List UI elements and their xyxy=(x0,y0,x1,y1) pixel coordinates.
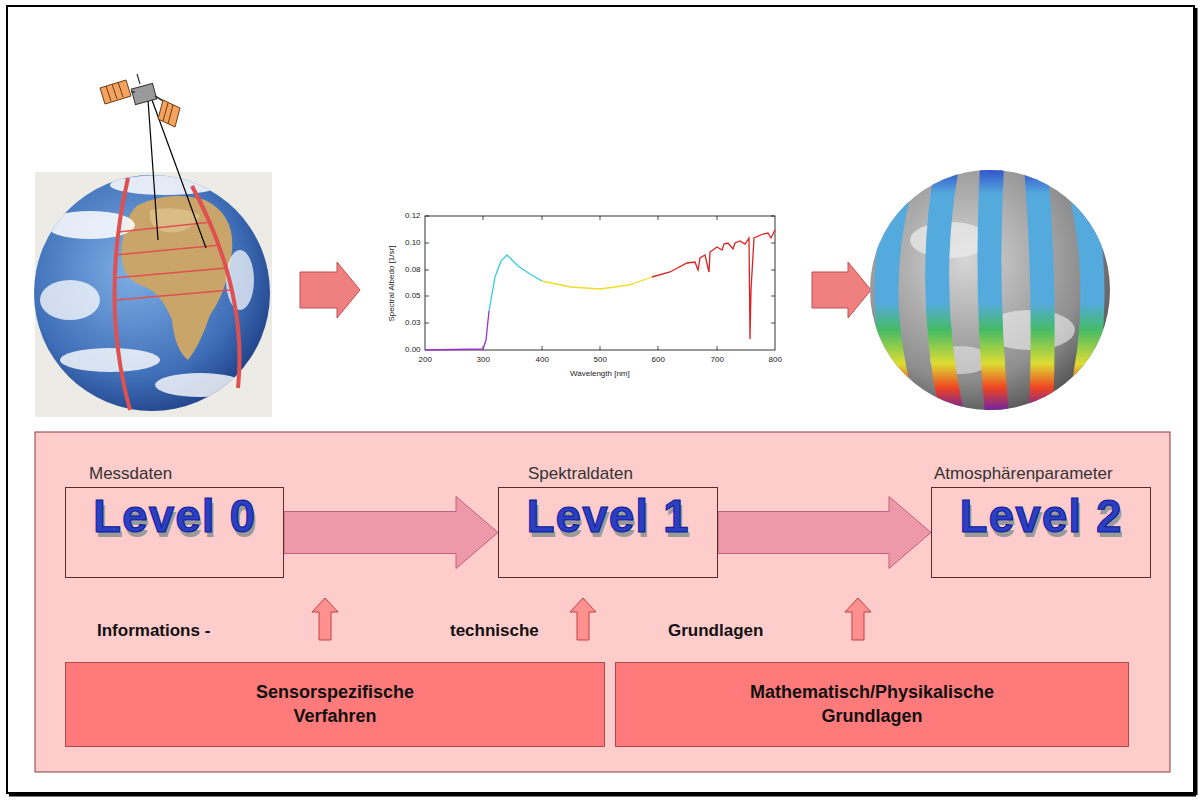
level-title: Level 1 xyxy=(499,488,717,540)
box-heading: Spektraldaten xyxy=(528,464,633,484)
axis-label: 0.03 xyxy=(405,318,421,327)
axis-label: Wavelength [nm] xyxy=(570,369,630,378)
axis-label: 0.12 xyxy=(405,211,421,220)
box-heading: Atmosphärenparameter xyxy=(934,464,1113,484)
axis-label: 300 xyxy=(477,355,490,364)
level-box: MessdatenLevel 0 xyxy=(65,487,284,578)
up-arrow xyxy=(845,598,871,640)
view-line xyxy=(148,100,158,240)
tick-mark xyxy=(425,216,775,350)
frame-shadow xyxy=(9,794,1196,797)
axis-label: 0.10 xyxy=(405,238,421,247)
cloud xyxy=(155,373,245,397)
method-box: Sensorspezifische Verfahren xyxy=(65,662,605,747)
method-box: Mathematisch/Physikalische Grundlagen xyxy=(615,662,1129,747)
caption-word: technische xyxy=(450,621,539,641)
up-arrow xyxy=(570,598,596,640)
caption-word: Grundlagen xyxy=(668,621,763,641)
axis-label: 0.05 xyxy=(405,291,421,300)
axis-label: 700 xyxy=(711,355,724,364)
box-label: Mathematisch/Physikalische Grundlagen xyxy=(732,681,1012,728)
level-box: SpektraldatenLevel 1 xyxy=(498,487,718,578)
level-title: Level 0 xyxy=(66,488,283,540)
axis-label: 800 xyxy=(769,355,782,364)
axis-label: 200 xyxy=(419,355,432,364)
axis-label: 400 xyxy=(536,355,549,364)
panel xyxy=(35,432,1170,772)
cloud xyxy=(40,280,100,320)
spectrum-curve xyxy=(489,255,542,311)
flow-arrow xyxy=(300,262,360,318)
continent xyxy=(121,196,232,360)
caption-word: Informations - xyxy=(97,621,210,641)
axis-label: 600 xyxy=(652,355,665,364)
swath-edge xyxy=(114,178,130,410)
box-heading: Messdaten xyxy=(89,464,172,484)
spectrum-curve xyxy=(425,311,489,350)
plot-frame xyxy=(425,216,775,350)
satellite-symbol xyxy=(100,74,180,127)
frame-shadow xyxy=(1195,8,1198,795)
orbit-bands xyxy=(887,166,1093,414)
up-arrow xyxy=(312,598,338,640)
level-box: AtmosphärenparameterLevel 2 xyxy=(931,487,1151,578)
axis-label: 0.00 xyxy=(405,345,421,354)
view-line xyxy=(152,100,206,248)
swath-edge xyxy=(192,186,240,388)
spectrum-curve xyxy=(652,230,775,339)
scan-line xyxy=(114,222,230,300)
photo-ground xyxy=(35,172,272,417)
earth-globe xyxy=(34,175,270,411)
flow-arrow xyxy=(812,262,871,318)
axis-label: Spectral Albedo [1/sr] xyxy=(387,245,396,321)
earth-surface xyxy=(40,175,254,397)
outer-frame xyxy=(7,6,1194,793)
level-title: Level 2 xyxy=(932,488,1150,540)
flow-arrow xyxy=(718,497,931,569)
axis-label: 500 xyxy=(594,355,607,364)
cloud xyxy=(60,348,160,372)
axis-label: 0.08 xyxy=(405,265,421,274)
box-label: Sensorspezifische Verfahren xyxy=(235,681,435,728)
spectrum-curve xyxy=(542,277,652,289)
flow-arrow xyxy=(284,497,498,569)
